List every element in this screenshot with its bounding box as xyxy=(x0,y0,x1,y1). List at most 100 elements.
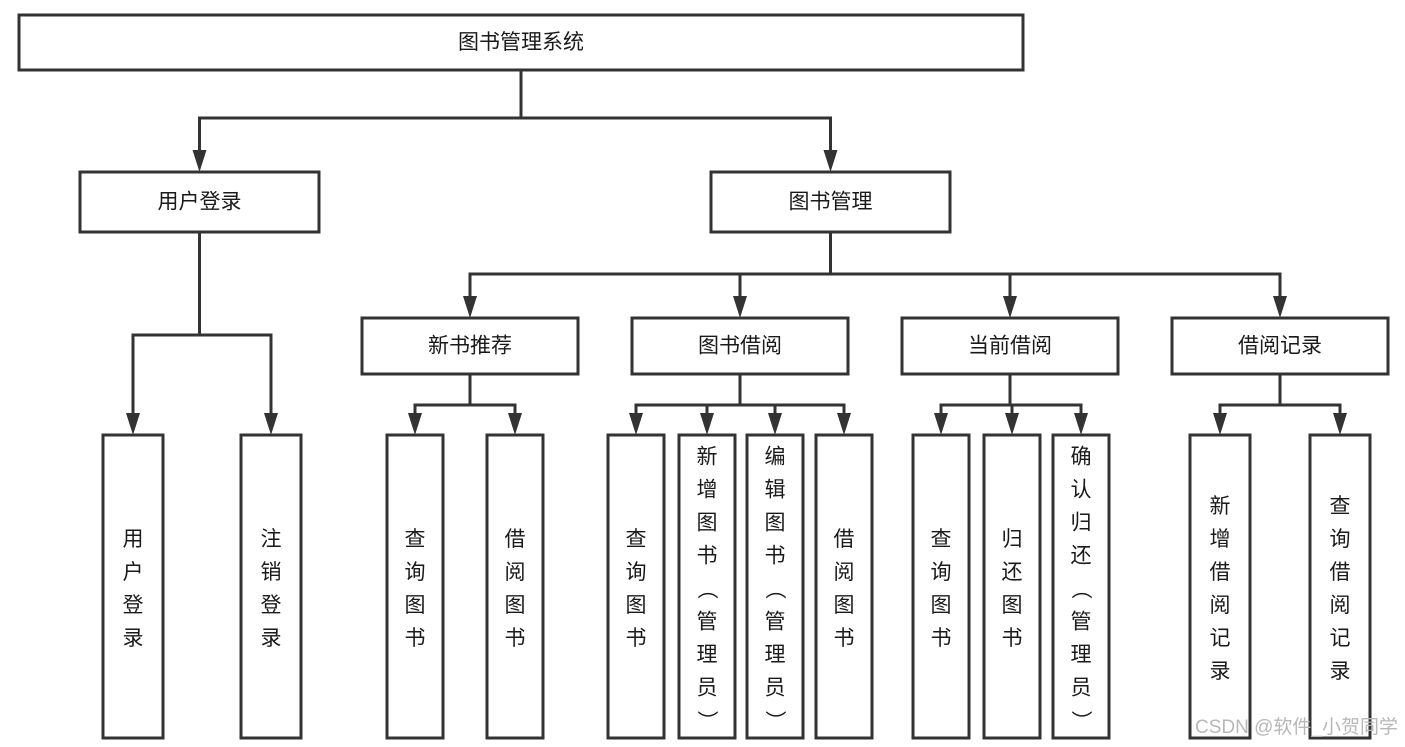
node-root-system-box xyxy=(17,13,1025,72)
node-leaf-6-char: ） xyxy=(763,710,786,731)
node-leaf-10-char: ） xyxy=(1069,710,1092,731)
connector-layer xyxy=(126,68,1347,435)
arrow-head-icon xyxy=(1074,413,1088,435)
node-leaf-10-char: 还 xyxy=(1071,545,1092,568)
node-leaf-5-char: （ xyxy=(695,578,718,599)
node-leaf-8-char: 图 xyxy=(931,594,952,617)
node-leaf-11-char: 录 xyxy=(1210,660,1231,683)
node-leaf-10-box xyxy=(1051,433,1111,740)
node-leaf-12-char: 询 xyxy=(1330,528,1351,551)
node-l2-1[interactable]: 图书管理 xyxy=(709,170,952,234)
arrow-head-icon xyxy=(1273,296,1287,318)
node-leaf-5-char: ） xyxy=(695,710,718,731)
node-leaf-2-char: 询 xyxy=(405,561,426,584)
node-leaf-10-char: 理 xyxy=(1071,644,1092,667)
node-leaf-5-char: 员 xyxy=(697,677,718,700)
node-leaf-12-char: 查 xyxy=(1330,495,1351,518)
node-leaf-9-char: 书 xyxy=(1002,627,1023,650)
node-l2-1-label: 图书管理 xyxy=(789,191,873,214)
node-leaf-6-char: 辑 xyxy=(765,479,786,502)
node-leaf-11-char: 增 xyxy=(1210,528,1231,551)
node-leaf-2-char: 图 xyxy=(405,594,426,617)
node-l3-2[interactable]: 当前借阅 xyxy=(900,316,1120,376)
node-leaf-0-char: 用 xyxy=(123,528,144,551)
node-leaf-11-char: 阅 xyxy=(1210,594,1231,617)
arrow-head-icon xyxy=(837,413,851,435)
node-l3-2-box xyxy=(900,316,1120,376)
node-leaf-7-char: 书 xyxy=(834,627,855,650)
csdn-watermark: CSDN @软件_小贺同学 xyxy=(1195,716,1398,738)
node-leaf-5-char: 新 xyxy=(697,446,718,469)
node-l3-1[interactable]: 图书借阅 xyxy=(630,316,850,376)
arrow-head-icon xyxy=(733,296,747,318)
node-leaf-6-char: 理 xyxy=(765,644,786,667)
node-leaf-10-char: 确 xyxy=(1071,446,1092,469)
node-leaf-10-char: 管 xyxy=(1071,611,1092,634)
arrow-head-icon xyxy=(1005,413,1019,435)
node-leaf-9-char: 归 xyxy=(1002,528,1023,551)
node-leaf-11-char: 新 xyxy=(1210,495,1231,518)
node-leaf-4-box xyxy=(606,433,666,740)
node-leaf-7-char: 借 xyxy=(834,528,855,551)
node-l2-0-box xyxy=(78,170,321,234)
node-leaf-8-char: 书 xyxy=(931,627,952,650)
node-leaf-5-char: 书 xyxy=(697,545,718,568)
node-leaf-12-char: 阅 xyxy=(1330,594,1351,617)
node-leaf-8-box xyxy=(911,433,971,740)
node-l2-0-label: 用户登录 xyxy=(158,191,242,214)
node-leaf-1-char: 注 xyxy=(261,528,282,551)
node-leaf-1-char: 录 xyxy=(261,627,282,650)
node-leaf-7-char: 阅 xyxy=(834,561,855,584)
node-leaf-4-char: 查 xyxy=(626,528,647,551)
node-leaf-1-char: 登 xyxy=(261,594,282,617)
node-leaf-10-char: （ xyxy=(1069,578,1092,599)
node-l3-3-label: 借阅记录 xyxy=(1238,335,1322,358)
node-leaf-3-box xyxy=(485,433,545,740)
node-leaf-1-char: 销 xyxy=(261,561,282,584)
node-root-system[interactable]: 图书管理系统 xyxy=(17,13,1025,72)
node-leaf-3-char: 书 xyxy=(505,627,526,650)
node-l3-3-box xyxy=(1170,316,1390,376)
node-l3-1-box xyxy=(630,316,850,376)
node-leaf-9-char: 还 xyxy=(1002,561,1023,584)
node-leaf-2-box xyxy=(385,433,445,740)
node-l3-0-box xyxy=(360,316,580,376)
node-l3-0[interactable]: 新书推荐 xyxy=(360,316,580,376)
node-l2-0[interactable]: 用户登录 xyxy=(78,170,321,234)
node-leaf-0[interactable]: 用户登录 xyxy=(101,433,165,740)
node-leaf-5-char: 理 xyxy=(697,644,718,667)
node-l3-3[interactable]: 借阅记录 xyxy=(1170,316,1390,376)
node-leaf-0-char: 登 xyxy=(123,594,144,617)
node-leaf-10-char: 归 xyxy=(1071,512,1092,535)
node-leaf-6-char: 管 xyxy=(765,611,786,634)
node-leaf-9-char: 图 xyxy=(1002,594,1023,617)
arrow-head-icon xyxy=(768,413,782,435)
node-leaf-5-char: 图 xyxy=(697,512,718,535)
node-leaf-12-box xyxy=(1308,433,1372,740)
node-leaf-12-char: 借 xyxy=(1330,561,1351,584)
arrow-head-icon xyxy=(934,413,948,435)
node-leaf-6-char: （ xyxy=(763,578,786,599)
node-leaf-7-box xyxy=(814,433,874,740)
arrow-head-icon xyxy=(823,150,838,172)
node-leaf-6-box xyxy=(745,433,805,740)
node-leaf-11-box xyxy=(1188,433,1252,740)
node-leaf-12-char: 录 xyxy=(1330,660,1351,683)
node-leaf-11-char: 记 xyxy=(1210,627,1231,650)
arrow-head-icon xyxy=(463,296,477,318)
node-leaf-0-box xyxy=(101,433,165,740)
node-leaf-5-char: 增 xyxy=(697,479,718,502)
